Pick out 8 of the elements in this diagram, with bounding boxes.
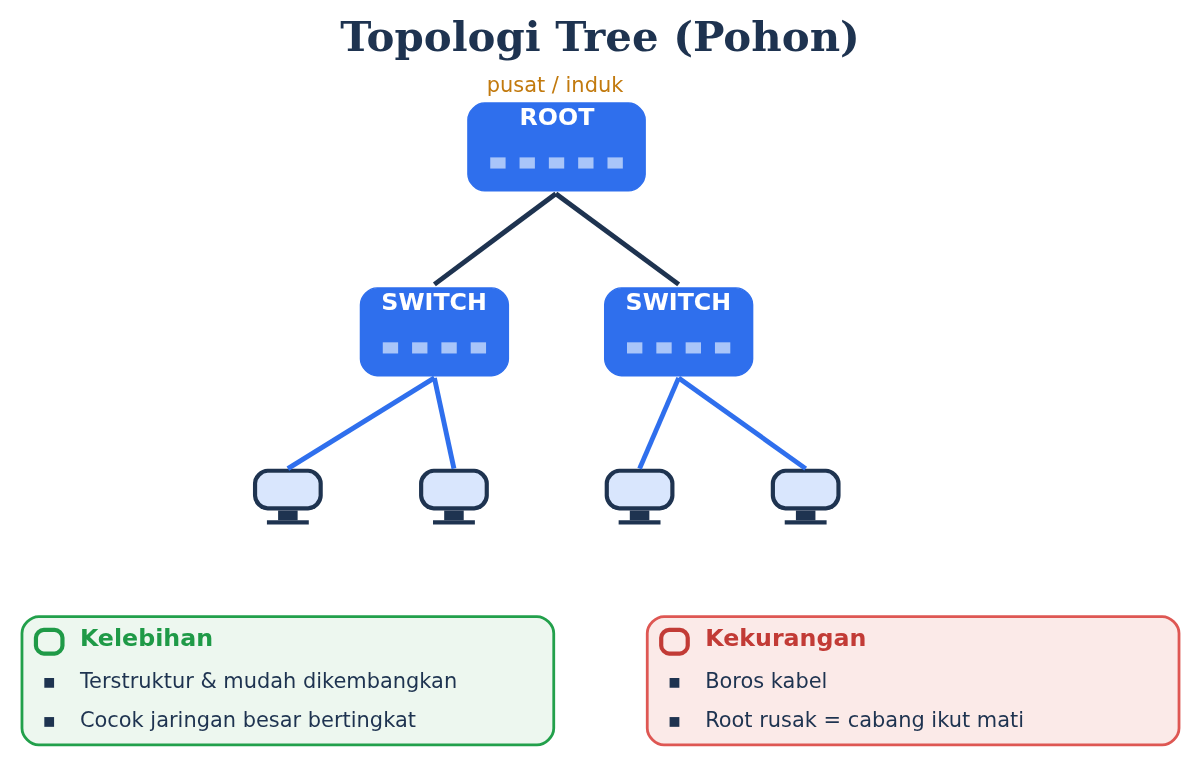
connector [636,376,681,470]
connector [676,375,807,471]
connector [553,191,680,287]
connector [431,377,456,470]
connector [432,191,557,287]
diagram-title: Topologi Tree (Pohon) [339,12,860,62]
node-label: pusat / induk [486,72,623,97]
connector [286,375,436,471]
